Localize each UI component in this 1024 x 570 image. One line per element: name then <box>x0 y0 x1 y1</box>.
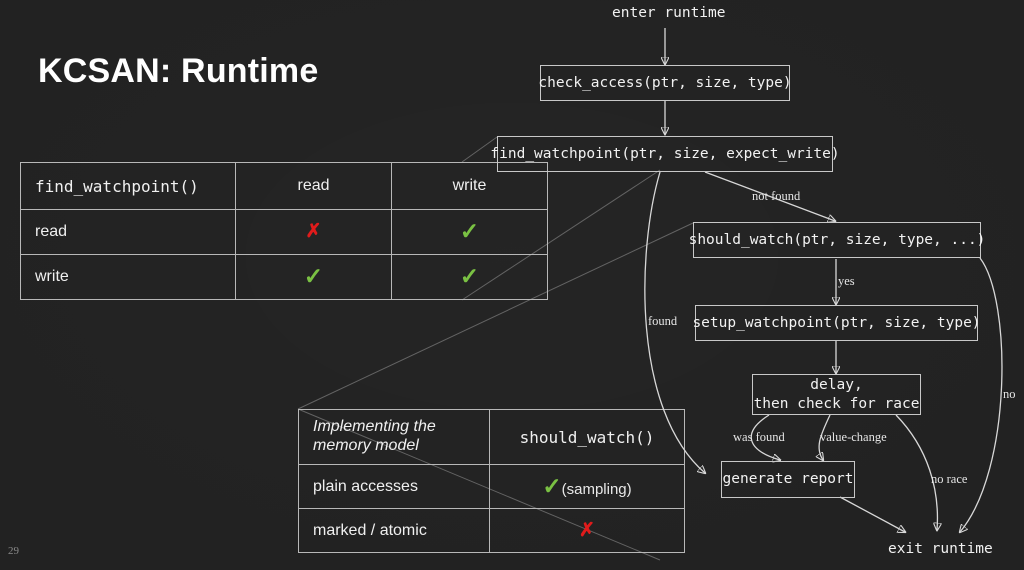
table2-row0-label: plain accesses <box>298 464 490 509</box>
flow-node-check-access[interactable]: check_access(ptr, size, type) <box>538 65 792 101</box>
edge-delay-to-generate-report-was-found <box>750 414 780 460</box>
edge-label-no: no <box>1003 387 1016 401</box>
edge-label-yes: yes <box>838 274 855 288</box>
connector-table2-top <box>297 222 694 410</box>
table1-header-cell-2: write <box>391 162 548 210</box>
page-title: KCSAN: Runtime <box>38 52 319 90</box>
edge-label-value-change: value-change <box>820 430 887 444</box>
flow-node-should-watch[interactable]: should_watch(ptr, size, type, ...) <box>689 222 985 258</box>
edge-label-not-found: not found <box>752 189 801 203</box>
table1-row1-cell0: ✓ <box>235 254 392 300</box>
table1-row0-cell0: ✗ <box>235 209 392 255</box>
table2-row1-label: marked / atomic <box>298 508 490 553</box>
slide-page-number: 29 <box>8 545 19 557</box>
edge-delay-to-exit-runtime <box>895 414 937 530</box>
edge-should-watch-to-exit-runtime <box>960 257 1003 532</box>
edge-label-no-race: no race <box>931 472 968 486</box>
cross-icon: ✗ <box>579 519 595 541</box>
edge-label-found: found <box>648 314 678 328</box>
edge-label-was-found: was found <box>733 430 785 444</box>
edge-generate-report-to-exit-runtime <box>839 496 905 532</box>
find-watchpoint-table: find_watchpoint() read write read ✗ ✓ wr… <box>20 162 548 300</box>
edge-find-watchpoint-to-should-watch <box>704 171 835 221</box>
table-row: plain accesses ✓(sampling) <box>298 464 685 509</box>
table-row: read ✗ ✓ <box>20 209 548 255</box>
table-row: write ✓ ✓ <box>20 254 548 300</box>
table2-row0-note: (sampling) <box>561 480 632 498</box>
should-watch-table: Implementing the memory model should_wat… <box>298 409 685 553</box>
table2-row1-value: ✗ <box>489 508 685 553</box>
check-icon: ✓ <box>459 263 480 289</box>
flow-node-generate-report[interactable]: generate report <box>721 461 855 498</box>
table-row: marked / atomic ✗ <box>298 508 685 553</box>
table1-header-cell-1: read <box>235 162 392 210</box>
table2-header-cell-0: Implementing the memory model <box>298 409 490 465</box>
table1-row1-cell1: ✓ <box>391 254 548 300</box>
flow-entry-label: enter runtime <box>612 5 726 21</box>
flow-exit-label: exit runtime <box>888 541 993 557</box>
check-icon: ✓ <box>303 263 324 289</box>
table2-row0-value: ✓(sampling) <box>489 464 685 509</box>
table2-header-cell-1: should_watch() <box>489 409 685 465</box>
edge-find-watchpoint-to-generate-report <box>644 171 705 473</box>
check-icon: ✓ <box>459 218 480 244</box>
flow-node-setup-watchpoint[interactable]: setup_watchpoint(ptr, size, type) <box>692 305 981 341</box>
flow-node-find-watchpoint[interactable]: find_watchpoint(ptr, size, expect_write) <box>490 136 840 172</box>
flow-node-delay-check-race[interactable]: delay, then check for race <box>752 374 921 415</box>
connector-table1-top <box>461 136 498 163</box>
cross-icon: ✗ <box>305 221 322 242</box>
edge-delay-to-generate-report-value-change <box>819 414 831 460</box>
table-row-header: Implementing the memory model should_wat… <box>298 409 685 465</box>
check-icon: ✓ <box>542 472 562 499</box>
